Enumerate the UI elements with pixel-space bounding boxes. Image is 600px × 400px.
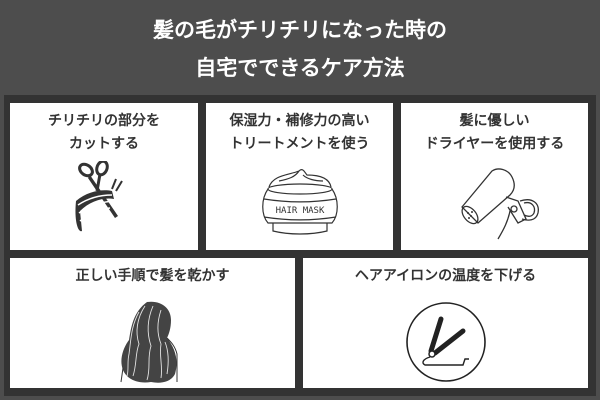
hair-dryer-icon <box>461 168 539 240</box>
title-line-2: 自宅でできるケア方法 <box>195 55 405 80</box>
hair-iron-icon <box>406 302 486 382</box>
tip-panel-dryer: 髪に優しい ドライヤーを使用する <box>401 103 588 250</box>
panel-title-line: 正しい手順で髪を乾かす <box>75 268 230 284</box>
panel-title: ヘアアイロンの温度を下げる <box>355 265 536 288</box>
panel-title-line: 保湿力・補修力の高い <box>229 113 370 129</box>
panel-title-line: ヘアアイロンの温度を下げる <box>354 268 537 284</box>
hair-mask-jar-icon: HAIR MASK <box>262 169 338 235</box>
jar-label: HAIR MASK <box>276 206 325 216</box>
panel-title-line: トリートメントを使う <box>229 136 370 152</box>
panel-title: 正しい手順で髪を乾かす <box>76 265 230 288</box>
panel-title: 髪に優しい ドライヤーを使用する <box>425 110 565 156</box>
tip-panel-treatment: 保湿力・補修力の高い トリートメントを使う HAIR MASK <box>206 103 393 250</box>
panel-title: チリチリの部分を カットする <box>48 110 160 156</box>
long-wavy-hair-icon <box>120 301 178 383</box>
title-line-1: 髪の毛がチリチリになった時の <box>153 17 447 42</box>
panel-title-line: チリチリの部分を <box>48 113 160 129</box>
tip-panel-cut: チリチリの部分を カットする <box>10 103 198 250</box>
tip-panel-drying: 正しい手順で髪を乾かす <box>10 258 295 388</box>
panel-title-line: ドライヤーを使用する <box>424 136 565 152</box>
panel-title-line: 髪に優しい <box>459 113 530 129</box>
panel-title-line: カットする <box>69 136 139 152</box>
page-header: 髪の毛がチリチリになった時の 自宅でできるケア方法 <box>0 0 600 95</box>
scissors-cutting-hair-icon <box>75 161 123 232</box>
tip-panel-iron: ヘアアイロンの温度を下げる <box>303 258 588 388</box>
panel-title: 保湿力・補修力の高い トリートメントを使う <box>230 110 370 156</box>
